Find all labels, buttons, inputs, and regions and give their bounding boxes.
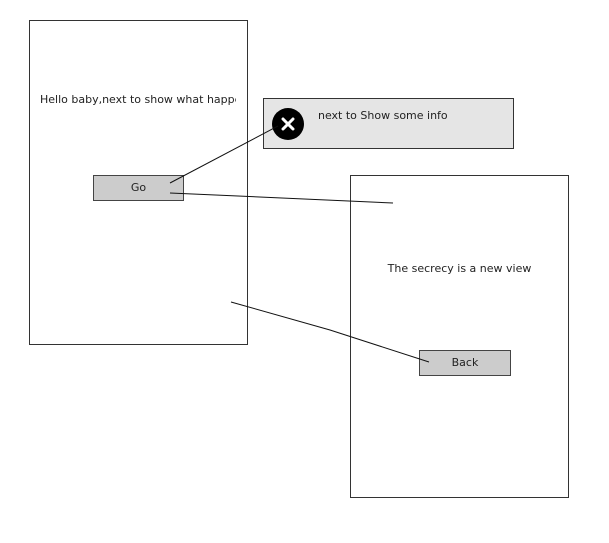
screen-2-frame: The secrecy is a new view Back [350,175,569,498]
close-icon[interactable] [272,108,304,140]
screen-1-message: Hello baby,next to show what happe [40,93,236,106]
back-button[interactable]: Back [419,350,511,376]
note-text: next to Show some info [318,109,448,122]
close-icon-glyph [281,117,295,131]
screen-1-frame: Hello baby,next to show what happe Go [29,20,248,345]
screen-2-message: The secrecy is a new view [387,262,532,275]
go-button[interactable]: Go [93,175,184,201]
note-callout: next to Show some info [263,98,514,149]
